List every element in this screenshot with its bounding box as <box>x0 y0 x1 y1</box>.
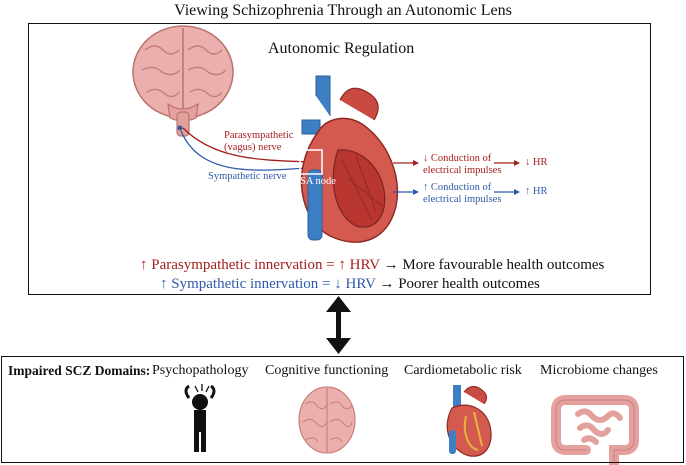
sympathetic-equation: ↑ Sympathetic innervation = ↓ HRV → Poor… <box>160 276 540 292</box>
sympathetic-nerve-line <box>180 130 307 171</box>
distressed-person-icon <box>184 384 216 452</box>
increase-hr-label: ↑ HR <box>525 186 548 197</box>
parasympathetic-equation: ↑ Parasympathetic innervation = ↑ HRV → … <box>140 257 605 273</box>
decrease-conduction-label: ↓ Conduction of electrical impulses <box>423 153 502 176</box>
domain-microbiome-label: Microbiome changes <box>540 363 658 378</box>
brain-icon <box>132 25 234 137</box>
autonomic-regulation-heading: Autonomic Regulation <box>268 40 415 57</box>
bidirectional-arrow <box>326 296 351 354</box>
heart-icon <box>446 385 492 457</box>
impaired-domains-panel <box>1 356 684 463</box>
heart-diagram <box>299 75 399 243</box>
domain-cardiometabolic-label: Cardiometabolic risk <box>404 363 522 378</box>
increase-conduction-label: ↑ Conduction of electrical impulses <box>423 182 502 205</box>
brain-icon-small <box>298 386 356 454</box>
parasympathetic-nerve-line <box>182 127 311 163</box>
domains-heading: Impaired SCZ Domains: <box>8 363 151 378</box>
decrease-hr-label: ↓ HR <box>525 157 548 168</box>
autonomic-regulation-panel <box>28 23 651 295</box>
sa-node-label: SA node <box>300 176 336 187</box>
domain-psychopathology-label: Psychopathology <box>152 363 249 378</box>
sympathetic-nerve-label: Sympathetic nerve <box>208 171 287 182</box>
figure-title: Viewing Schizophrenia Through an Autonom… <box>174 2 512 19</box>
parasympathetic-nerve-label: Parasympathetic (vagus) nerve <box>224 130 294 153</box>
domain-cognitive-label: Cognitive functioning <box>265 363 389 378</box>
intestine-icon <box>551 395 639 465</box>
